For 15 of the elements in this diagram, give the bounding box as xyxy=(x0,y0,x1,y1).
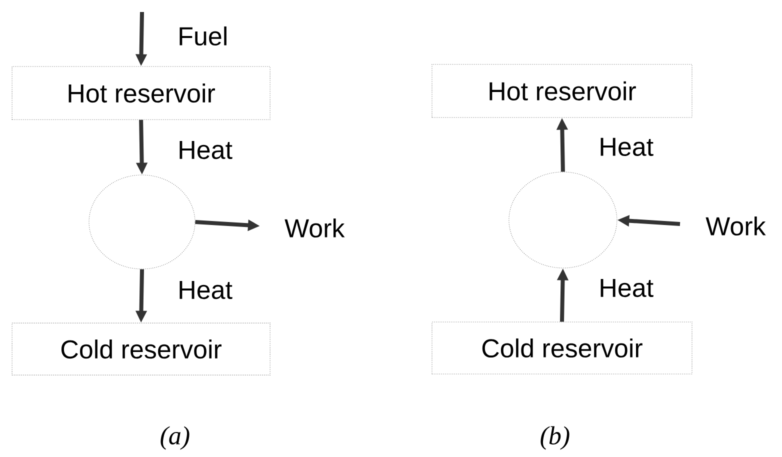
reservoir-box: Cold reservoir xyxy=(432,322,692,374)
panel-caption: (b) xyxy=(540,426,570,450)
edge-label: Fuel xyxy=(180,26,226,46)
panel-caption: (a) xyxy=(160,426,190,450)
reservoir-box: Hot reservoir xyxy=(12,66,270,120)
engine-circle xyxy=(508,172,618,268)
edge-label: Heat xyxy=(600,278,654,298)
edge-label: Heat xyxy=(180,280,232,300)
engine-circle xyxy=(88,174,196,270)
edge-label: Heat xyxy=(180,140,232,160)
edge-label: Work xyxy=(284,218,345,238)
edge-label: Work xyxy=(706,216,766,236)
reservoir-box: Cold reservoir xyxy=(12,322,270,376)
edge-label: Heat xyxy=(600,138,654,156)
reservoir-box: Hot reservoir xyxy=(432,64,692,118)
